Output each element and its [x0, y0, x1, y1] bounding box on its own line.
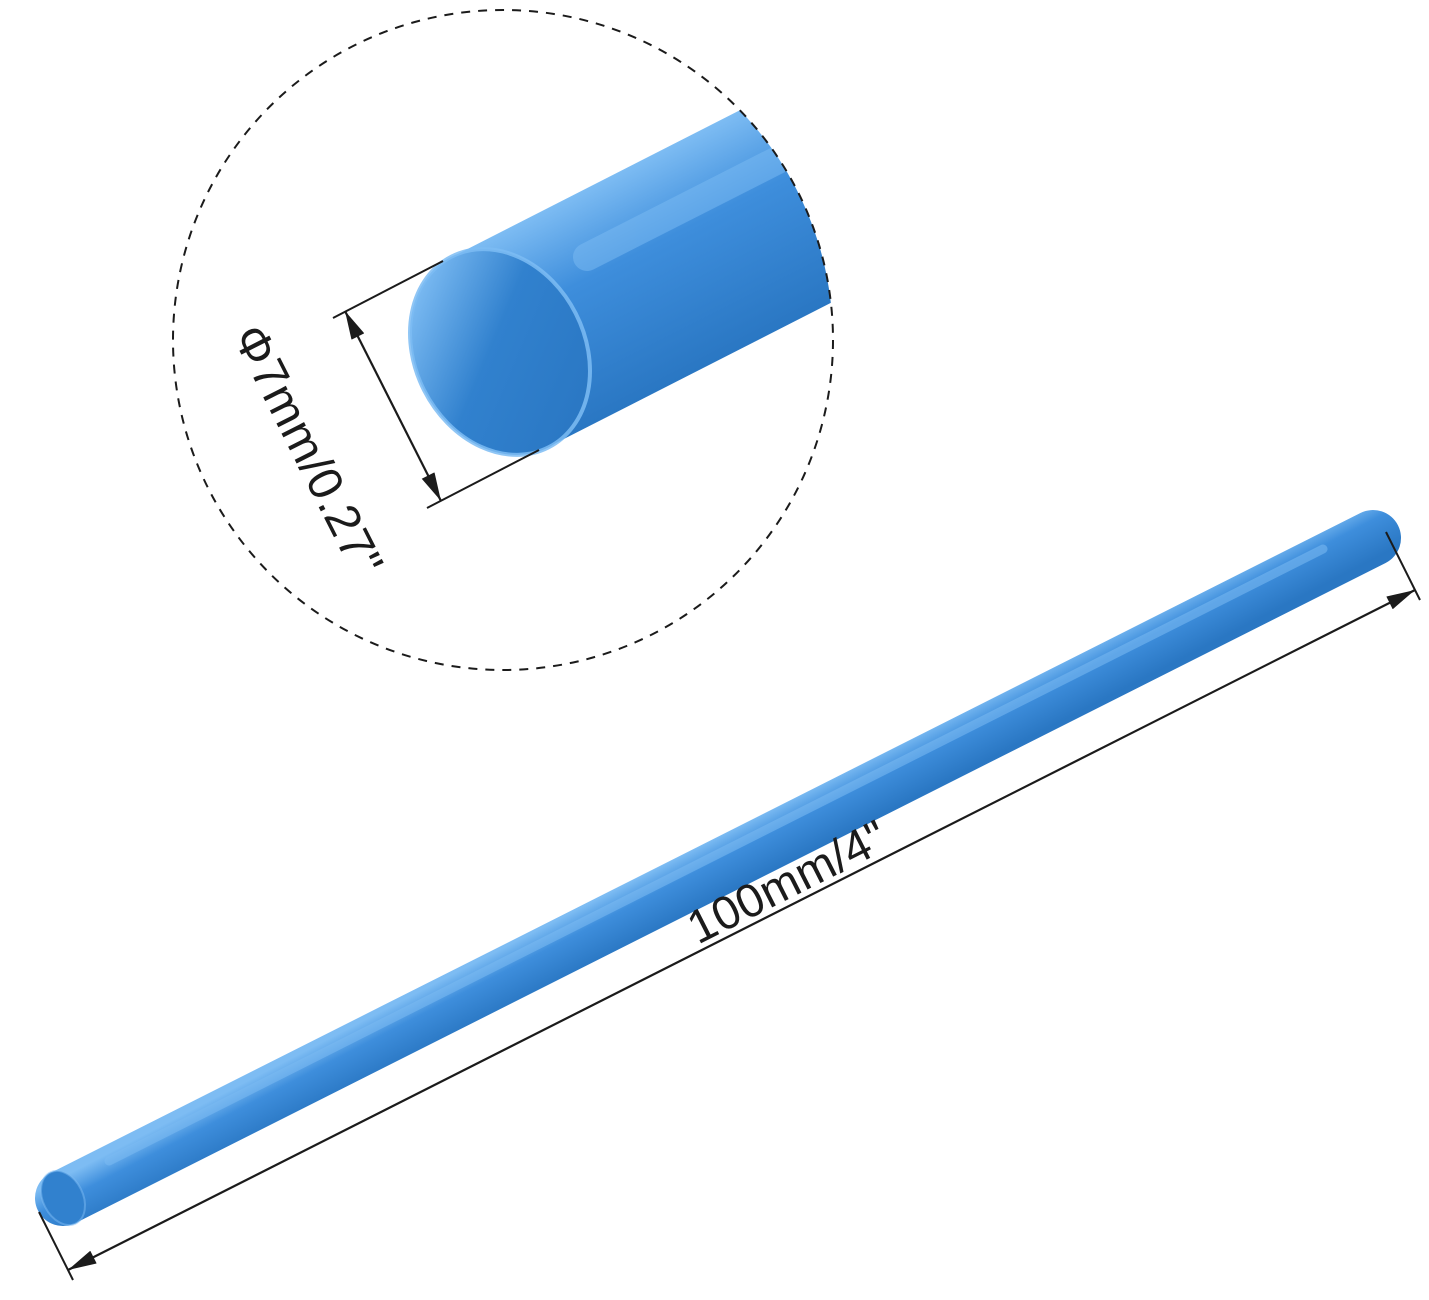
- rod-body: [35, 510, 1401, 1226]
- rod-closeup-highlight: [573, 62, 833, 271]
- zoom-detail-inset: Φ7mm/0.27": [172, 9, 834, 671]
- rod-highlight: [104, 544, 1328, 1166]
- length-extension-tick-right: [1385, 531, 1421, 601]
- diameter-extension-line-bottom: [426, 449, 540, 509]
- diameter-dimension-arrow: [344, 310, 442, 502]
- length-dimension-arrow: [67, 589, 1416, 1271]
- diameter-extension-line-top: [332, 260, 444, 319]
- glue-stick-rod: [35, 510, 1401, 1227]
- length-extension-tick-left: [38, 1211, 74, 1281]
